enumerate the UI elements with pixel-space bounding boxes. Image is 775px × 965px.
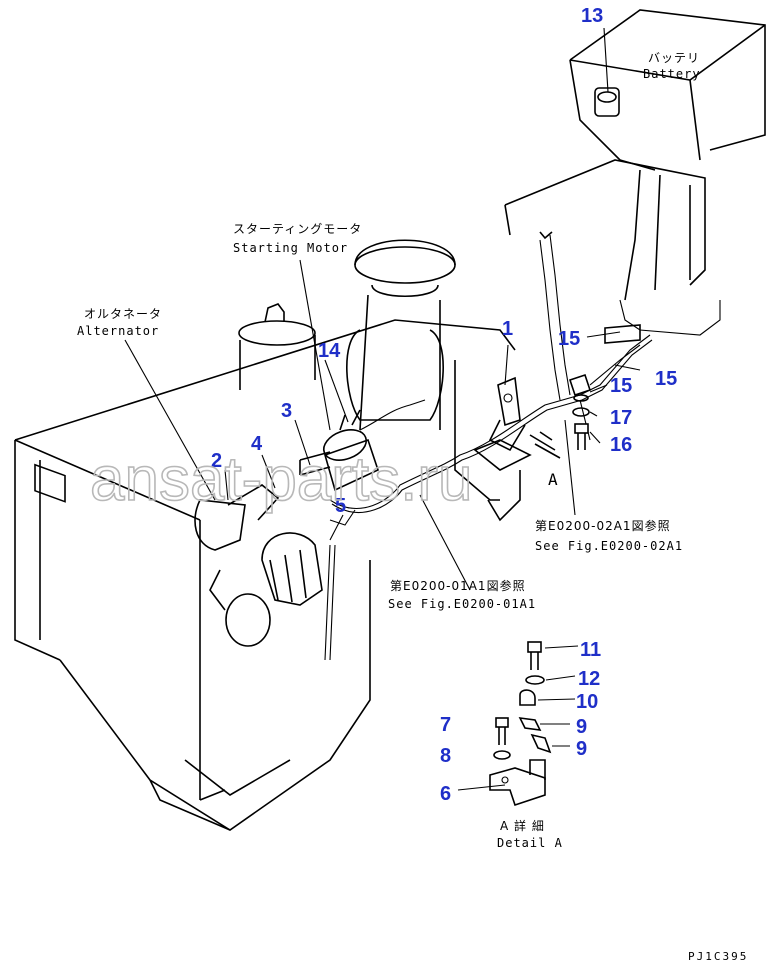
part-number-5: 5 [335,495,346,517]
starting-motor-label-en: Starting Motor [233,241,348,255]
reference-1-jp: 第E0200-02A1図参照 [535,518,671,533]
part-numbers: 13 14 3 4 2 5 1 15 15 15 17 16 11 12 10 … [211,5,677,805]
part-number-1: 1 [502,318,513,340]
part-number-12: 12 [578,668,600,690]
part-number-7: 7 [440,714,451,736]
drawing-code: PJ1C395 [688,950,748,963]
part-number-9a: 9 [576,716,587,738]
machine-body [14,9,766,831]
battery-label-en: Battery [643,67,701,81]
part-number-2: 2 [211,450,222,472]
starting-motor-label-jp: スターティングモータ [233,222,362,236]
reference-2-en: See Fig.E0200-01A1 [388,597,536,611]
part-number-4: 4 [251,433,263,455]
detail-a-label-jp: A 詳 細 [500,818,545,833]
component-labels: バッテリ Battery スターティングモータ Starting Motor オ… [77,51,748,963]
part-number-8: 8 [440,745,451,767]
reference-1-en: See Fig.E0200-02A1 [535,539,683,553]
battery-label-jp: バッテリ [648,51,700,65]
detail-a-label-en: Detail A [497,836,563,850]
watermark: ansat-parts.ru [90,445,473,514]
leader-lines [124,27,641,791]
part-number-10: 10 [576,691,598,713]
reference-2-jp: 第E0200-01A1図参照 [390,578,526,593]
detail-a-parts [489,394,590,807]
part-number-13: 13 [581,5,603,27]
part-number-3: 3 [281,400,292,422]
part-number-6: 6 [440,783,451,805]
alternator-label-en: Alternator [77,324,159,338]
part-number-14: 14 [318,340,341,362]
part-number-16: 16 [610,434,632,456]
view-a-label: A [548,470,559,489]
part-number-17: 17 [610,407,632,429]
part-number-9b: 9 [576,738,587,760]
part-number-15b: 15 [610,375,632,397]
part-number-15c: 15 [655,368,677,390]
part-number-15a: 15 [558,328,580,350]
alternator-label-jp: オルタネータ [84,307,162,321]
part-number-11: 11 [580,639,601,661]
